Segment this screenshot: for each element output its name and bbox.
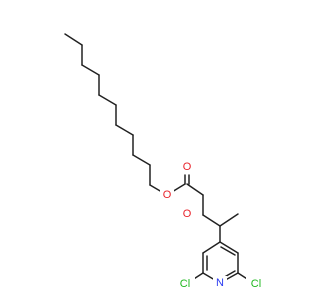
carbonyl-oxygen: O bbox=[180, 160, 194, 174]
pyridine-nitrogen: N bbox=[213, 276, 227, 290]
chlorine-right: Cl bbox=[246, 277, 266, 291]
bond bbox=[186, 183, 204, 196]
bond bbox=[64, 33, 83, 46]
atom-label-cl: Cl bbox=[180, 278, 190, 290]
dodecyl-chain bbox=[64, 33, 168, 196]
bond bbox=[219, 241, 239, 254]
bond bbox=[98, 94, 117, 106]
bond bbox=[115, 124, 134, 136]
molecule-diagram: O O O N Cl Cl bbox=[64, 33, 266, 291]
butanoate-chain bbox=[166, 174, 239, 243]
atom-label-n: N bbox=[216, 277, 224, 289]
atom-label-o: O bbox=[183, 161, 192, 173]
bond bbox=[202, 241, 221, 254]
bond bbox=[81, 64, 100, 76]
atom-label-o: O bbox=[183, 208, 192, 220]
bond bbox=[219, 213, 239, 227]
bond bbox=[202, 214, 221, 227]
chlorine-left: Cl bbox=[175, 277, 195, 291]
ester-oxygen: O bbox=[160, 188, 174, 202]
atom-label-o: O bbox=[163, 189, 172, 201]
bond bbox=[220, 246, 236, 256]
ether-oxygen: O bbox=[180, 207, 194, 221]
atom-label-cl: Cl bbox=[251, 278, 261, 290]
bond bbox=[132, 154, 151, 166]
